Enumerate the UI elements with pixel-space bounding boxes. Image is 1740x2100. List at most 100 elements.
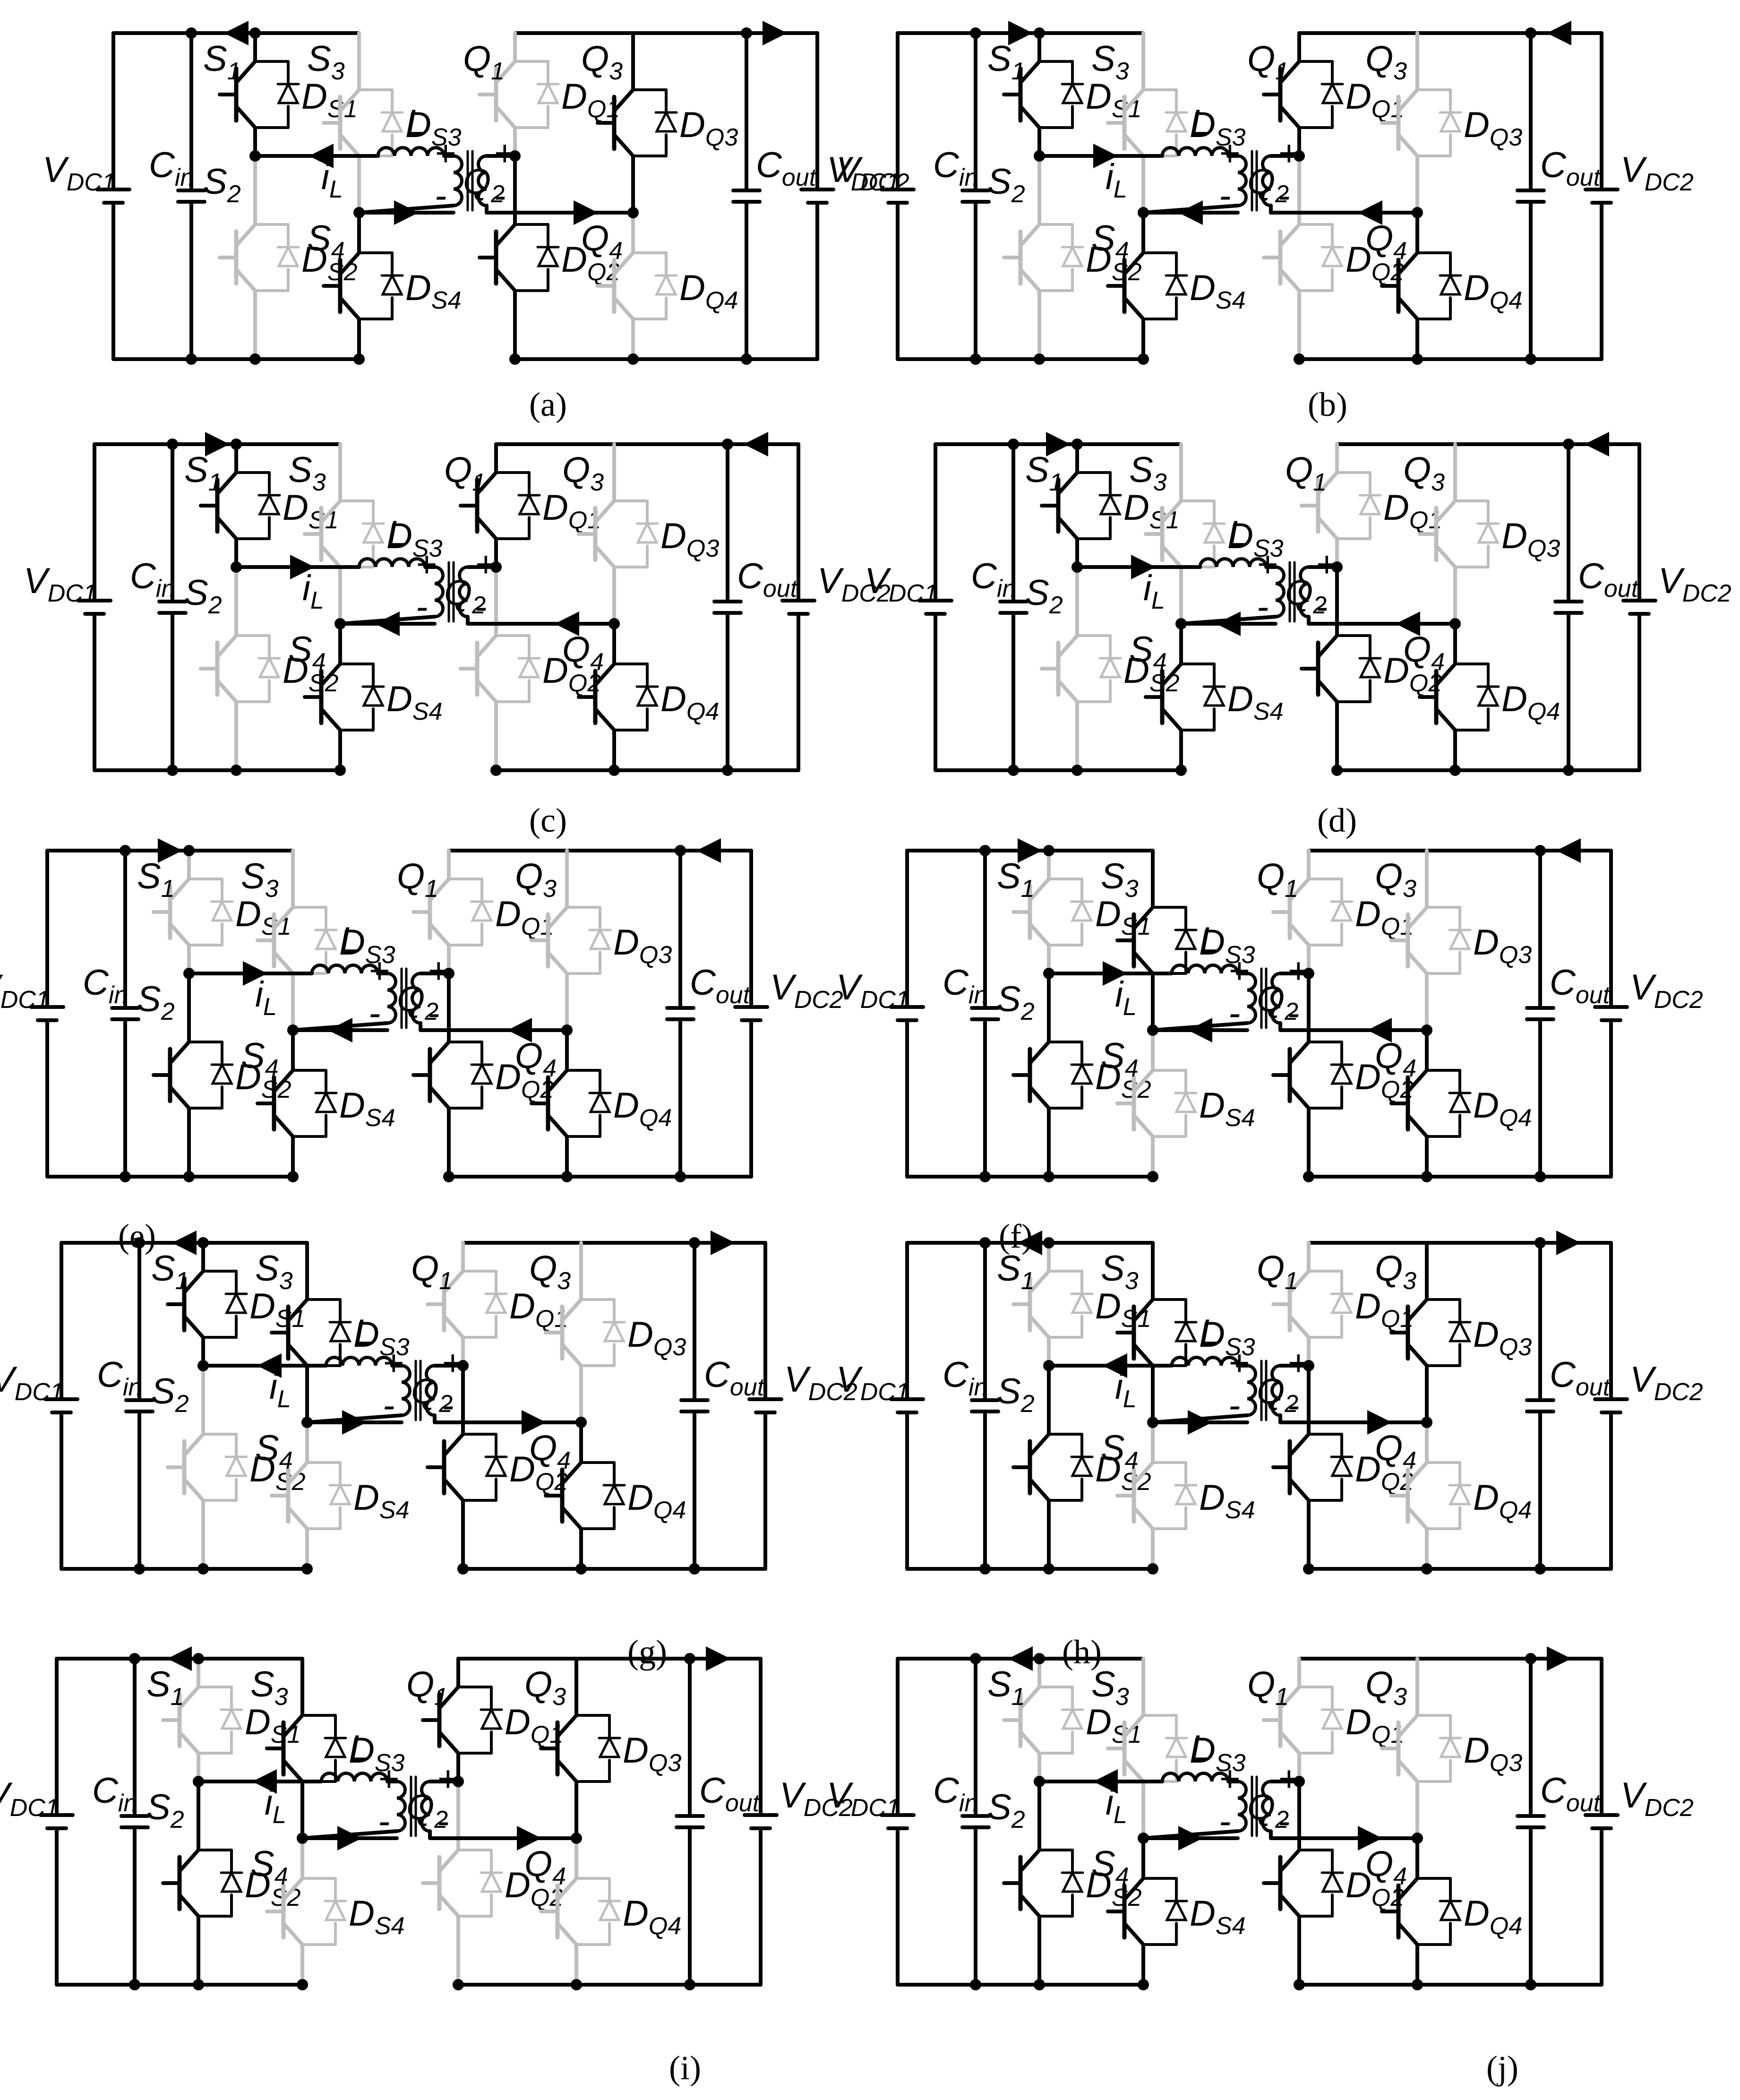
cout-capacitor-label: Cout xyxy=(1540,145,1602,191)
inductor-coil xyxy=(407,557,427,568)
polarity-minus-secondary: - xyxy=(1287,1386,1299,1426)
junction-dot xyxy=(353,353,365,365)
inductor-label: L xyxy=(350,1728,369,1768)
transistor-emitter xyxy=(442,1314,465,1339)
diode-icon xyxy=(602,1319,626,1343)
cin-capacitor: Cin xyxy=(149,31,206,361)
junction-dot xyxy=(1043,1360,1054,1371)
polarity-minus-secondary: - xyxy=(1278,1801,1290,1842)
junction-dot xyxy=(741,353,752,365)
transistor-emitter xyxy=(178,1893,200,1918)
cin-capacitor: Cin xyxy=(83,849,140,1179)
junction-dot xyxy=(301,1563,313,1575)
caption-a: (a) xyxy=(529,386,567,423)
transformer: ++-- xyxy=(1257,544,1337,627)
diode-icon xyxy=(536,244,560,267)
vdc2-source-label: VDC2 xyxy=(836,150,909,196)
diode-icon xyxy=(635,684,659,707)
junction-dot xyxy=(1303,1563,1314,1575)
vdc1-source: VDC1 xyxy=(24,442,112,772)
junction-dot xyxy=(627,207,639,218)
transistor-collector xyxy=(593,499,616,524)
transformer-primary xyxy=(387,988,397,1008)
s4-label: S4 xyxy=(288,629,326,676)
s1-label: S1 xyxy=(987,39,1025,85)
transistor-emitter xyxy=(1278,267,1301,293)
transistor-collector xyxy=(1123,88,1145,113)
diode-icon xyxy=(602,1482,626,1506)
diode-icon xyxy=(1439,1898,1462,1921)
q3-label: Q3 xyxy=(529,1248,571,1295)
cout-capacitor: Cout xyxy=(1516,1657,1602,1987)
inductor-coil xyxy=(369,1772,389,1782)
inductor-coil xyxy=(393,146,413,156)
inductor: L xyxy=(1198,514,1268,568)
junction-dot xyxy=(1331,765,1343,776)
s2-switch: S2DS2 xyxy=(1025,565,1180,772)
transistor-collector xyxy=(1288,877,1311,902)
current-arrow xyxy=(1547,21,1571,45)
junction-dot xyxy=(1147,1171,1158,1182)
transistor-collector xyxy=(1288,1432,1311,1457)
cout-capacitor: Cout xyxy=(1525,1241,1611,1571)
transistor-collector xyxy=(612,88,635,113)
il-label: iL xyxy=(1106,157,1127,203)
diode-icon xyxy=(224,1291,248,1314)
s1-switch: S1DS1 xyxy=(203,31,358,158)
s1-label: S1 xyxy=(146,1664,184,1711)
transistor-collector xyxy=(556,1713,578,1739)
transistor-collector xyxy=(1316,471,1339,496)
junction-dot xyxy=(301,1417,313,1428)
current-arrow xyxy=(205,432,230,456)
transistor-emitter xyxy=(1406,1506,1429,1531)
polarity-plus-primary: + xyxy=(369,951,389,991)
current-arrow xyxy=(1188,1018,1212,1042)
transistor-emitter xyxy=(1123,1921,1145,1946)
current-arrow xyxy=(309,144,334,168)
transformer-primary xyxy=(453,171,463,191)
panel-d: VDC1CinCoutVDC2S1DS1S2DS2S3DS3S4DS4Q1DQ1… xyxy=(865,432,1731,776)
junction-dot xyxy=(197,1360,209,1371)
vdc2-source-label: VDC2 xyxy=(817,561,891,607)
transistor-emitter xyxy=(1019,1893,1041,1918)
current-arrow xyxy=(574,200,598,225)
current-arrow xyxy=(1103,961,1127,986)
vdc1-source: VDC1 xyxy=(0,1241,79,1571)
panel-j: VDC1CinCoutVDC2S1DS1S2DS2S3DS3S4DS4Q1DQ1… xyxy=(827,1646,1694,1990)
transformer-primary xyxy=(401,1397,411,1417)
transistor-collector xyxy=(1406,1068,1429,1093)
s2-label: S2 xyxy=(146,1787,184,1833)
panel-a: VDC1CinCoutVDC2S1DS1S2DS2S3DS3S4DS4Q1DQ1… xyxy=(43,21,909,365)
current-arrow xyxy=(1396,611,1420,636)
junction-dot xyxy=(334,765,346,776)
junction-dot xyxy=(1294,353,1305,365)
diode-icon xyxy=(1061,1707,1084,1730)
junction-dot xyxy=(970,353,981,365)
inductor-coil xyxy=(1193,1772,1214,1782)
inductor: L xyxy=(1170,1312,1240,1366)
junction-dot xyxy=(609,618,620,629)
current-arrow xyxy=(1188,1410,1212,1435)
ds4-label: DS4 xyxy=(1190,1893,1246,1940)
diode-icon xyxy=(1165,273,1188,296)
dq3-label: DQ3 xyxy=(627,1315,686,1361)
transistor-collector xyxy=(593,662,616,687)
junction-dot xyxy=(1412,1979,1423,1990)
diode-icon xyxy=(1320,81,1344,104)
vdc1-source: VDC1 xyxy=(836,1241,925,1571)
polarity-plus-primary: + xyxy=(416,544,437,585)
current-arrow xyxy=(172,1231,197,1255)
polarity-plus-primary: + xyxy=(1228,1343,1249,1383)
inductor-coil xyxy=(1219,964,1240,974)
ds3-label: DS3 xyxy=(405,105,462,151)
cout-capacitor: Cout xyxy=(675,1657,761,1987)
inductor: L xyxy=(324,1312,394,1366)
polarity-minus-primary: - xyxy=(435,176,446,216)
transistor-emitter xyxy=(1397,1921,1419,1946)
